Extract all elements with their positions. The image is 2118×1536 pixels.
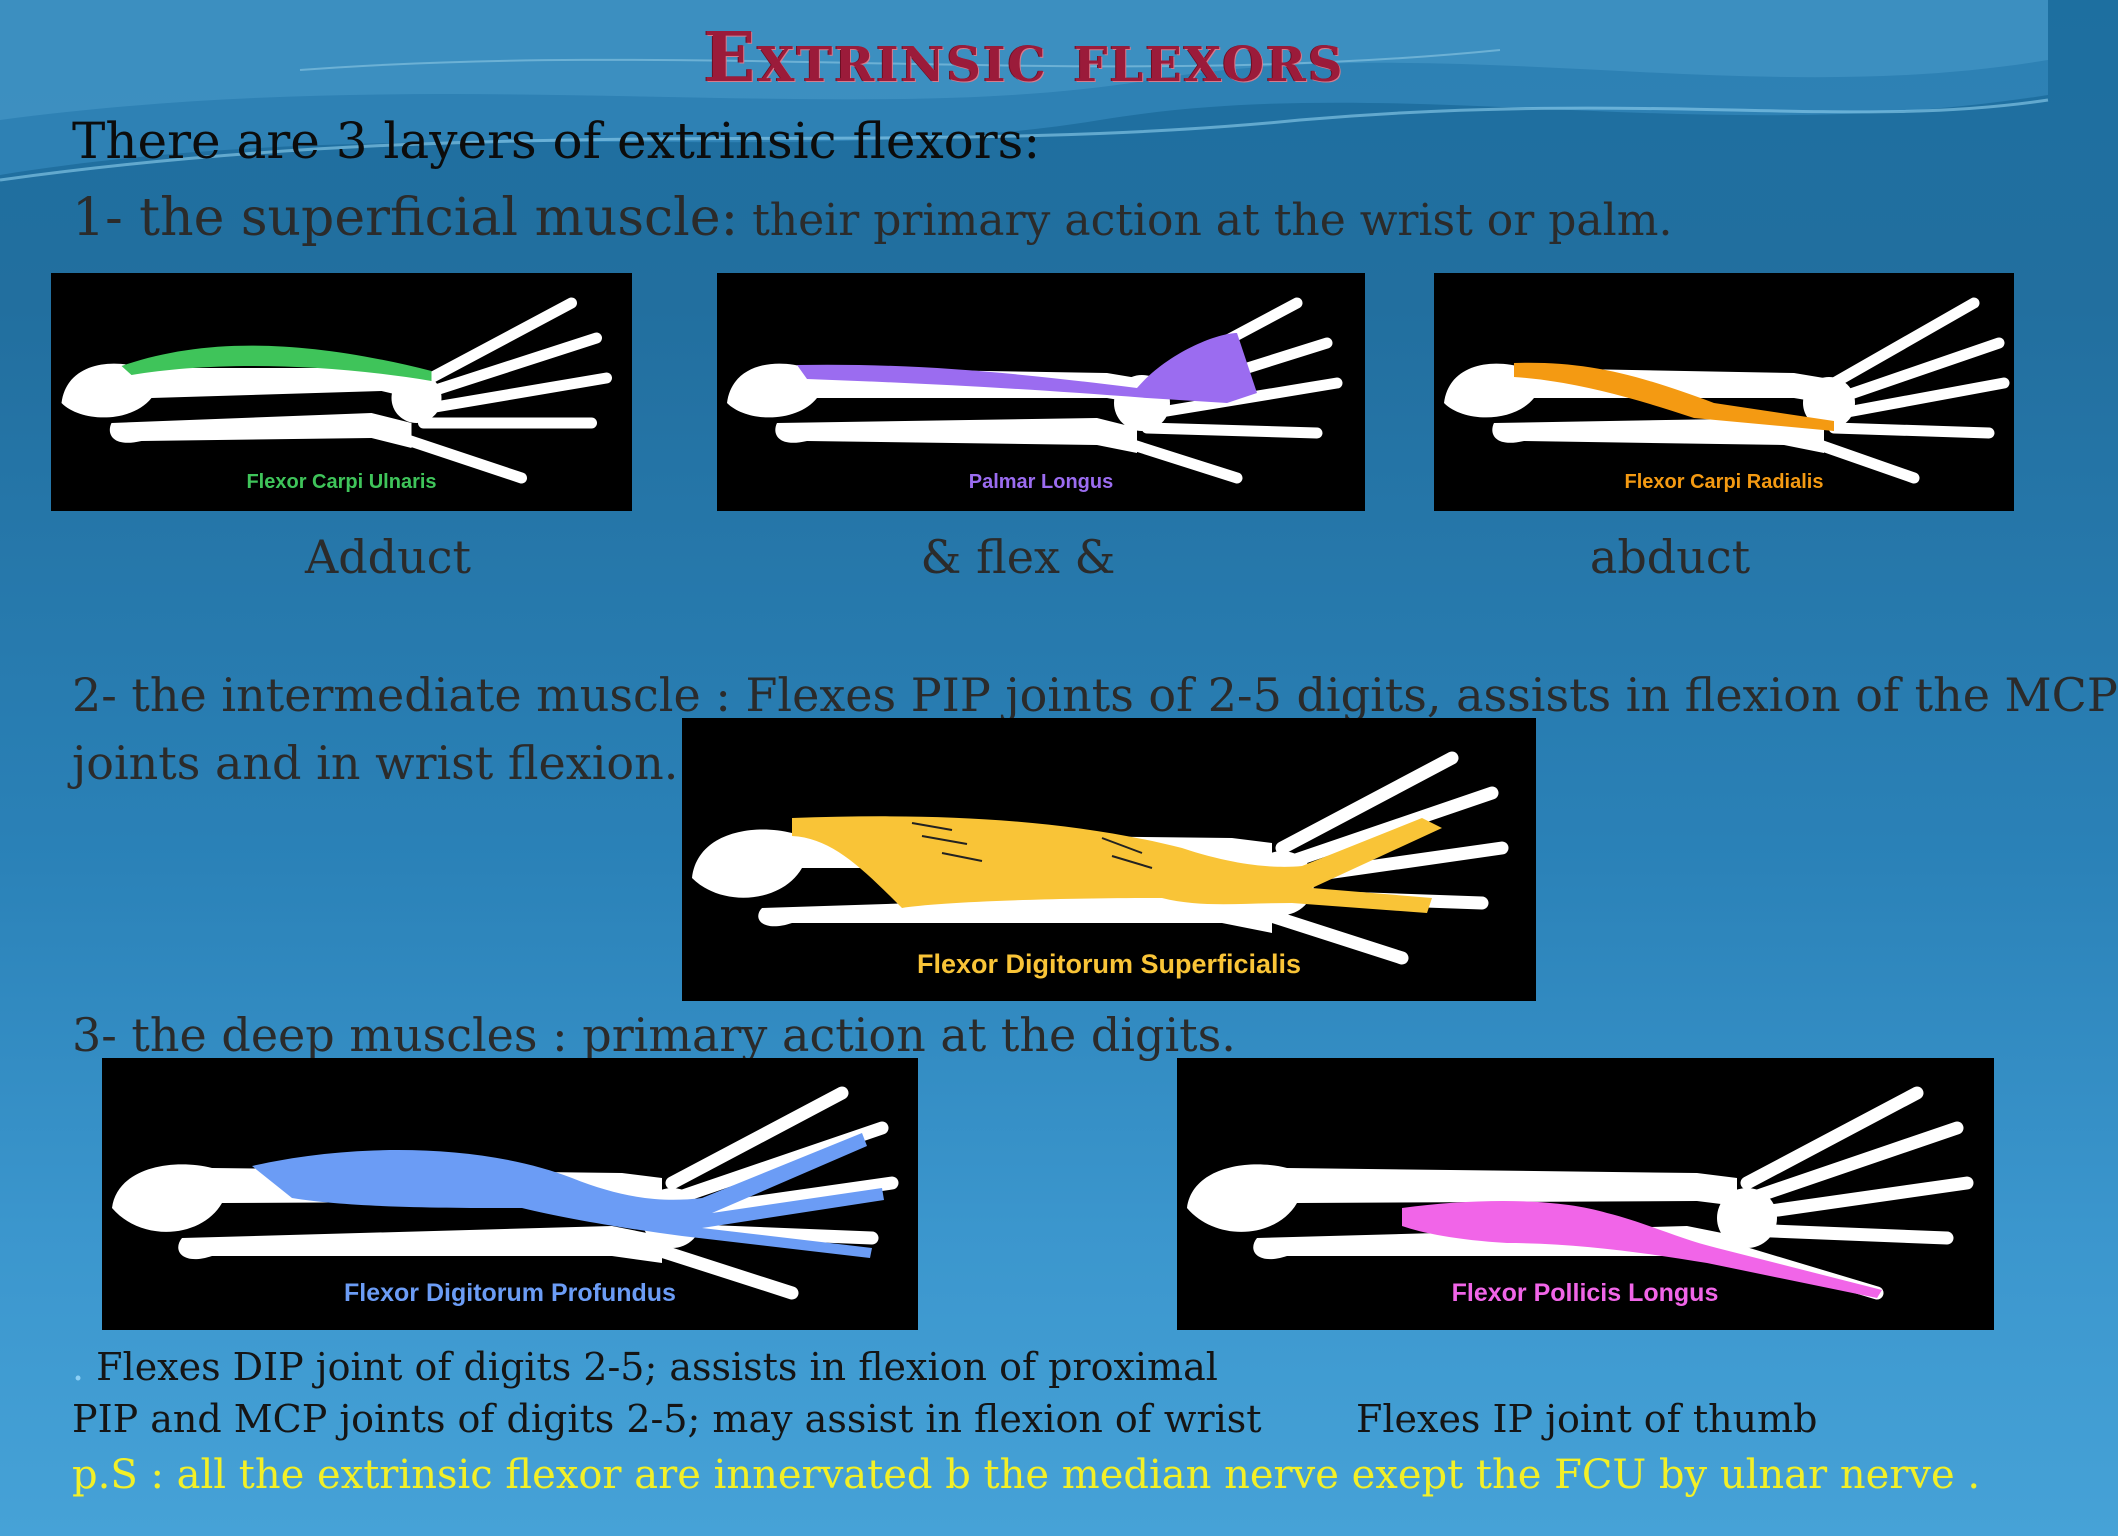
fpl-caption: Flexes IP joint of thumb bbox=[1356, 1397, 1818, 1441]
forearm-fpl-drawing: Flexor Pollicis Longus bbox=[1187, 1086, 1974, 1307]
pl-label: Palmar Longus bbox=[969, 471, 1113, 493]
forearm-fcu-drawing: Flexor Carpi Ulnaris bbox=[61, 297, 612, 493]
action-adduct: Adduct bbox=[305, 530, 471, 584]
layer2-line1: 2- the intermediate muscle : Flexes PIP … bbox=[72, 668, 2118, 722]
fdp-caption-text1: Flexes DIP joint of digits 2-5; assists … bbox=[84, 1345, 1218, 1389]
fcu-illustration: Flexor Carpi Ulnaris bbox=[51, 273, 632, 511]
fpl-label: Flexor Pollicis Longus bbox=[1452, 1279, 1719, 1307]
fdp-caption-line1: . Flexes DIP joint of digits 2-5; assist… bbox=[72, 1345, 1218, 1389]
forearm-fdp-drawing: Flexor Digitorum Profundus bbox=[112, 1086, 899, 1307]
fds-illustration: Flexor Digitorum Superficialis bbox=[682, 718, 1536, 1001]
caption-bullet: . bbox=[72, 1345, 85, 1389]
layer1-lead: 1- the superficial muscle: bbox=[72, 188, 739, 248]
innervation-note: p.S : all the extrinsic flexor are inner… bbox=[72, 1452, 1981, 1498]
forearm-pl-drawing: Palmar Longus bbox=[727, 297, 1343, 493]
fcr-illustration: Flexor Carpi Radialis bbox=[1434, 273, 2014, 511]
intro-text: There are 3 layers of extrinsic flexors: bbox=[72, 112, 1041, 170]
layer1-rest: their primary action at the wrist or pal… bbox=[738, 195, 1673, 246]
layer2-line2: joints and in wrist flexion. bbox=[72, 736, 679, 790]
action-flex: & flex & bbox=[920, 530, 1116, 584]
forearm-fcr-drawing: Flexor Carpi Radialis bbox=[1444, 297, 2010, 493]
fcu-label: Flexor Carpi Ulnaris bbox=[246, 471, 436, 493]
action-abduct: abduct bbox=[1589, 530, 1751, 584]
fdp-label: Flexor Digitorum Profundus bbox=[344, 1279, 676, 1307]
fdp-illustration: Flexor Digitorum Profundus bbox=[102, 1058, 918, 1330]
forearm-fds-drawing: Flexor Digitorum Superficialis bbox=[692, 751, 1509, 979]
layer1-text: 1- the superficial muscle: their primary… bbox=[72, 188, 1672, 248]
layer3-text: 3- the deep muscles : primary action at … bbox=[72, 1008, 1236, 1062]
fdp-caption-line2: PIP and MCP joints of digits 2-5; may as… bbox=[72, 1397, 1262, 1441]
fds-label: Flexor Digitorum Superficialis bbox=[917, 949, 1301, 979]
fpl-illustration: Flexor Pollicis Longus bbox=[1177, 1058, 1994, 1330]
fcr-label: Flexor Carpi Radialis bbox=[1625, 471, 1824, 493]
slide-title: Extrinsic flexors bbox=[703, 18, 1345, 98]
pl-illustration: Palmar Longus bbox=[717, 273, 1365, 511]
